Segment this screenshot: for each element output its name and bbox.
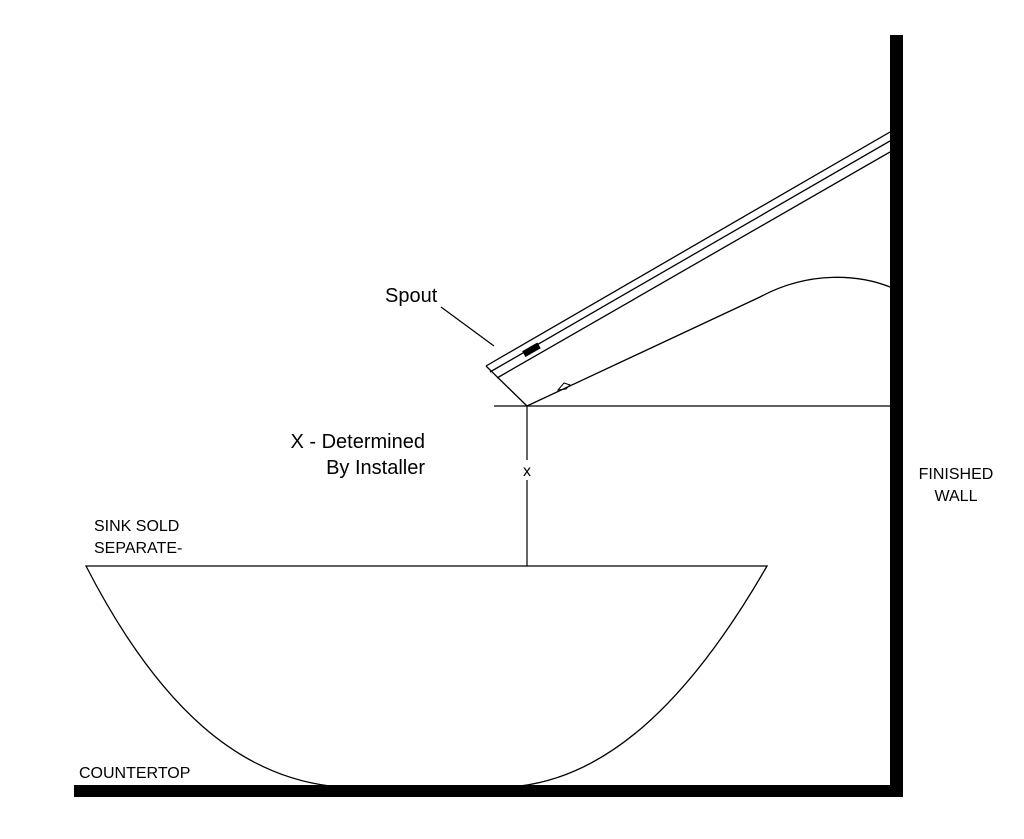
- spout-top-edge: [485, 131, 891, 367]
- spout-label: Spout: [385, 285, 438, 307]
- sink-note-line1: SINK SOLD: [94, 518, 179, 535]
- spout-top-inner-edge: [489, 140, 891, 373]
- dimension-symbol: x: [523, 463, 531, 480]
- countertop-surface: [74, 785, 903, 797]
- sink-note-line2: SEPARATE-: [94, 540, 182, 557]
- finished-wall-label-line1: FINISHED: [919, 466, 994, 483]
- finished-wall: [890, 35, 903, 797]
- aerator-detail: [522, 342, 541, 358]
- dimension-note-line1: X - Determined: [291, 431, 426, 453]
- spout: [485, 131, 891, 407]
- spout-underside: [526, 276, 891, 407]
- spout-front-face: [485, 365, 528, 407]
- finished-wall-label-line2: WALL: [935, 488, 978, 505]
- spout-mid-edge: [496, 151, 891, 379]
- sensor-bump: [556, 382, 571, 391]
- spout-leader-line: [440, 306, 495, 347]
- dimension-note-line2: By Installer: [326, 457, 425, 479]
- countertop-label: COUNTERTOP: [79, 765, 190, 782]
- sink-bowl: [84, 565, 769, 787]
